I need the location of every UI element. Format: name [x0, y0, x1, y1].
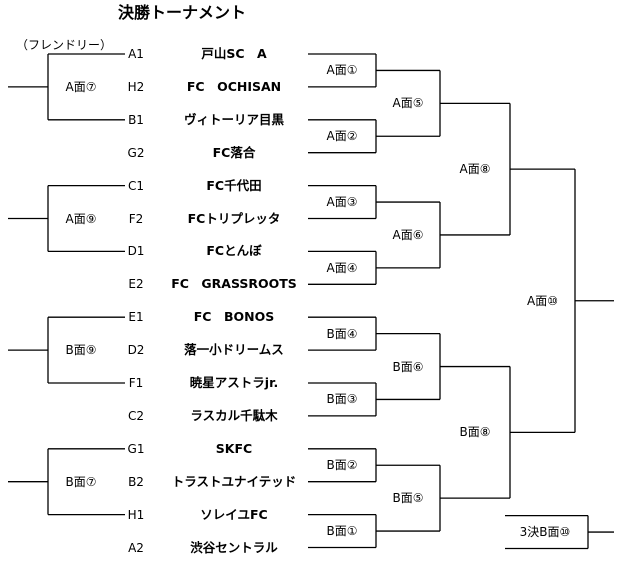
match-label-r1: B面③ [326, 392, 358, 407]
page-title: 決勝トーナメント [118, 3, 247, 22]
team-name: FC BONOS [193, 309, 275, 325]
match-label-friendly: A面⑨ [65, 211, 97, 226]
match-label-r3: B面⑧ [459, 425, 491, 440]
friendly-label: （フレンドリー） [16, 38, 113, 52]
team-seed: A1 [128, 47, 144, 61]
match-label-r1: A面② [326, 129, 358, 144]
team-seed: D2 [127, 343, 145, 358]
match-label-friendly: B面⑨ [65, 343, 97, 358]
team-seed: F2 [128, 211, 144, 226]
team-name: FCトリプレッタ [187, 210, 281, 226]
match-label-r1: B面④ [326, 326, 358, 341]
team-name: SKFC [215, 440, 253, 456]
team-name: FC OCHISAN [186, 78, 282, 94]
team-name: FC落合 [212, 144, 256, 160]
team-seed: B2 [128, 474, 144, 489]
match-label-friendly: B面⑦ [65, 474, 97, 489]
team-name: ラスカル千駄木 [190, 407, 278, 423]
team-seed: D1 [127, 244, 145, 259]
match-label-r2: B面⑤ [392, 491, 424, 506]
match-label-r1: A面④ [326, 260, 358, 275]
match-label-r2: A面⑤ [392, 96, 424, 111]
match-label-r2: B面⑥ [392, 359, 424, 374]
team-name: ヴィトーリア目黒 [183, 111, 284, 127]
team-name: トラストユナイテッド [171, 473, 297, 489]
team-seed: E2 [128, 277, 144, 292]
team-name: 暁星アストラjr. [189, 375, 279, 390]
team-seed: H2 [127, 79, 145, 94]
team-seed: G1 [127, 441, 145, 456]
match-label-r3: A面⑧ [459, 162, 491, 177]
team-name: FC GRASSROOTS [171, 276, 297, 292]
team-seed: F1 [128, 376, 144, 390]
match-label-r1: B面① [326, 524, 358, 539]
team-name: FC千代田 [206, 177, 262, 193]
team-seed: A2 [128, 540, 144, 555]
team-name: FCとんぼ [206, 243, 262, 259]
team-seed: B1 [128, 112, 144, 127]
match-label-r1: A面③ [326, 195, 358, 210]
match-label-friendly: A面⑦ [65, 79, 97, 94]
team-name: ソレイユFC [200, 506, 268, 522]
team-name: 戸山SC A [201, 46, 267, 61]
team-name: 渋谷セントラル [190, 539, 278, 555]
team-seed: G2 [127, 145, 145, 160]
match-label-r1: B面② [326, 458, 358, 473]
match-label-r1: A面① [326, 63, 358, 78]
team-seed: E1 [128, 310, 144, 325]
team-name: 落一小ドリームス [184, 342, 284, 358]
team-seed: H1 [127, 507, 145, 522]
match-label-third-place: 3決B面⑩ [519, 525, 571, 540]
match-label-final: A面⑩ [527, 293, 558, 308]
match-label-r2: A面⑥ [392, 227, 424, 242]
team-seed: C1 [127, 178, 144, 193]
team-seed: C2 [127, 408, 144, 423]
